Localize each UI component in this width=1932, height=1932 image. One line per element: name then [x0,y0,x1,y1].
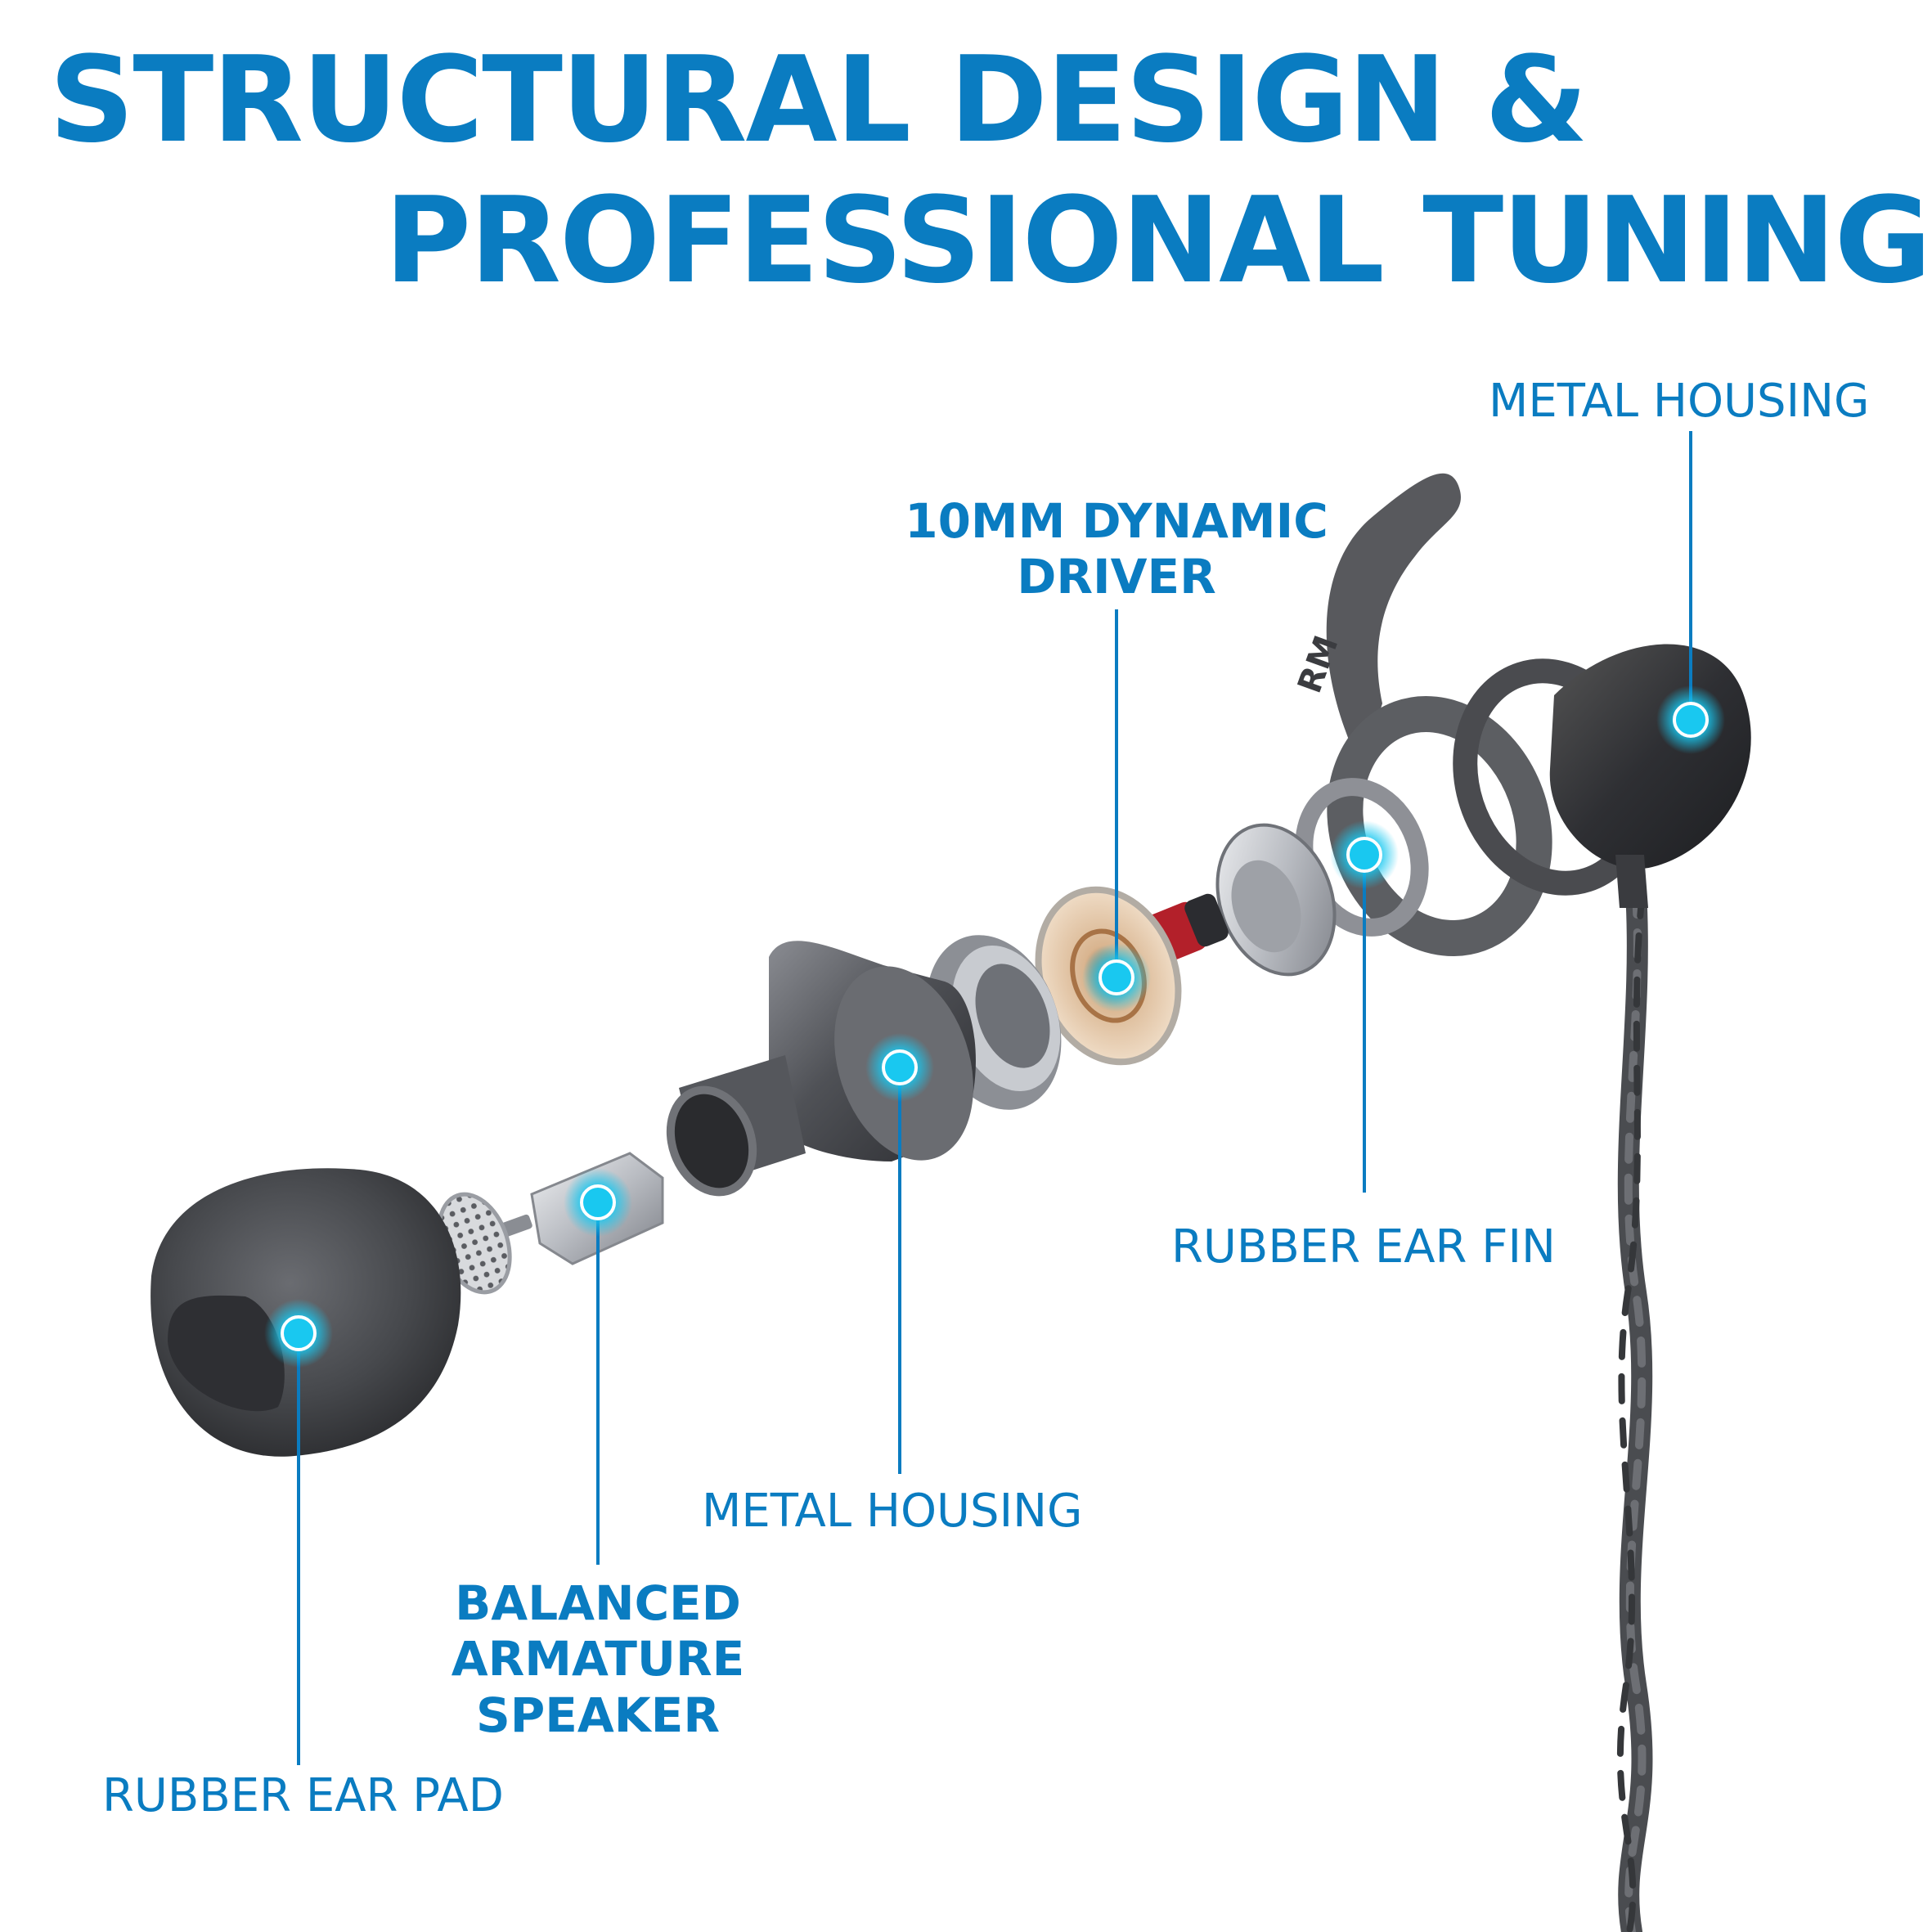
label-balanced-armature-line-3: SPEAKER [475,1687,720,1743]
hotspots [264,685,1725,1368]
hotspot-icon [1330,820,1399,889]
label-dynamic-driver: 10MM DYNAMIC DRIVER [879,493,1354,605]
label-metal-housing-bottom: METAL HOUSING [702,1485,1083,1538]
label-metal-housing-top: METAL HOUSING [1489,375,1870,428]
perforated-back-cap-part [1215,823,1337,977]
label-balanced-armature: BALANCED ARMATURE SPEAKER [426,1575,770,1743]
braided-cable [1616,881,1653,1932]
hotspot-icon [264,1299,333,1368]
hotspot-icon [564,1168,632,1237]
hotspot-icon [1656,685,1725,754]
label-balanced-armature-line-1: BALANCED [455,1575,741,1631]
label-rubber-ear-pad: RUBBER EAR PAD [102,1769,504,1822]
metal-housing-back-part [1453,644,1751,908]
label-balanced-armature-line-2: ARMATURE [451,1631,745,1687]
label-dynamic-driver-line-2: DRIVER [1017,549,1216,605]
label-rubber-ear-fin: RUBBER EAR FIN [1171,1220,1556,1274]
hotspot-icon [1082,943,1151,1012]
hotspot-icon [865,1033,934,1102]
label-dynamic-driver-line-1: 10MM DYNAMIC [905,493,1328,549]
leader-lines [297,431,1692,1765]
title-line-1: STRUCTURAL DESIGN & [49,31,1588,169]
title-line-2: PROFESSIONAL TUNING [384,172,1932,310]
